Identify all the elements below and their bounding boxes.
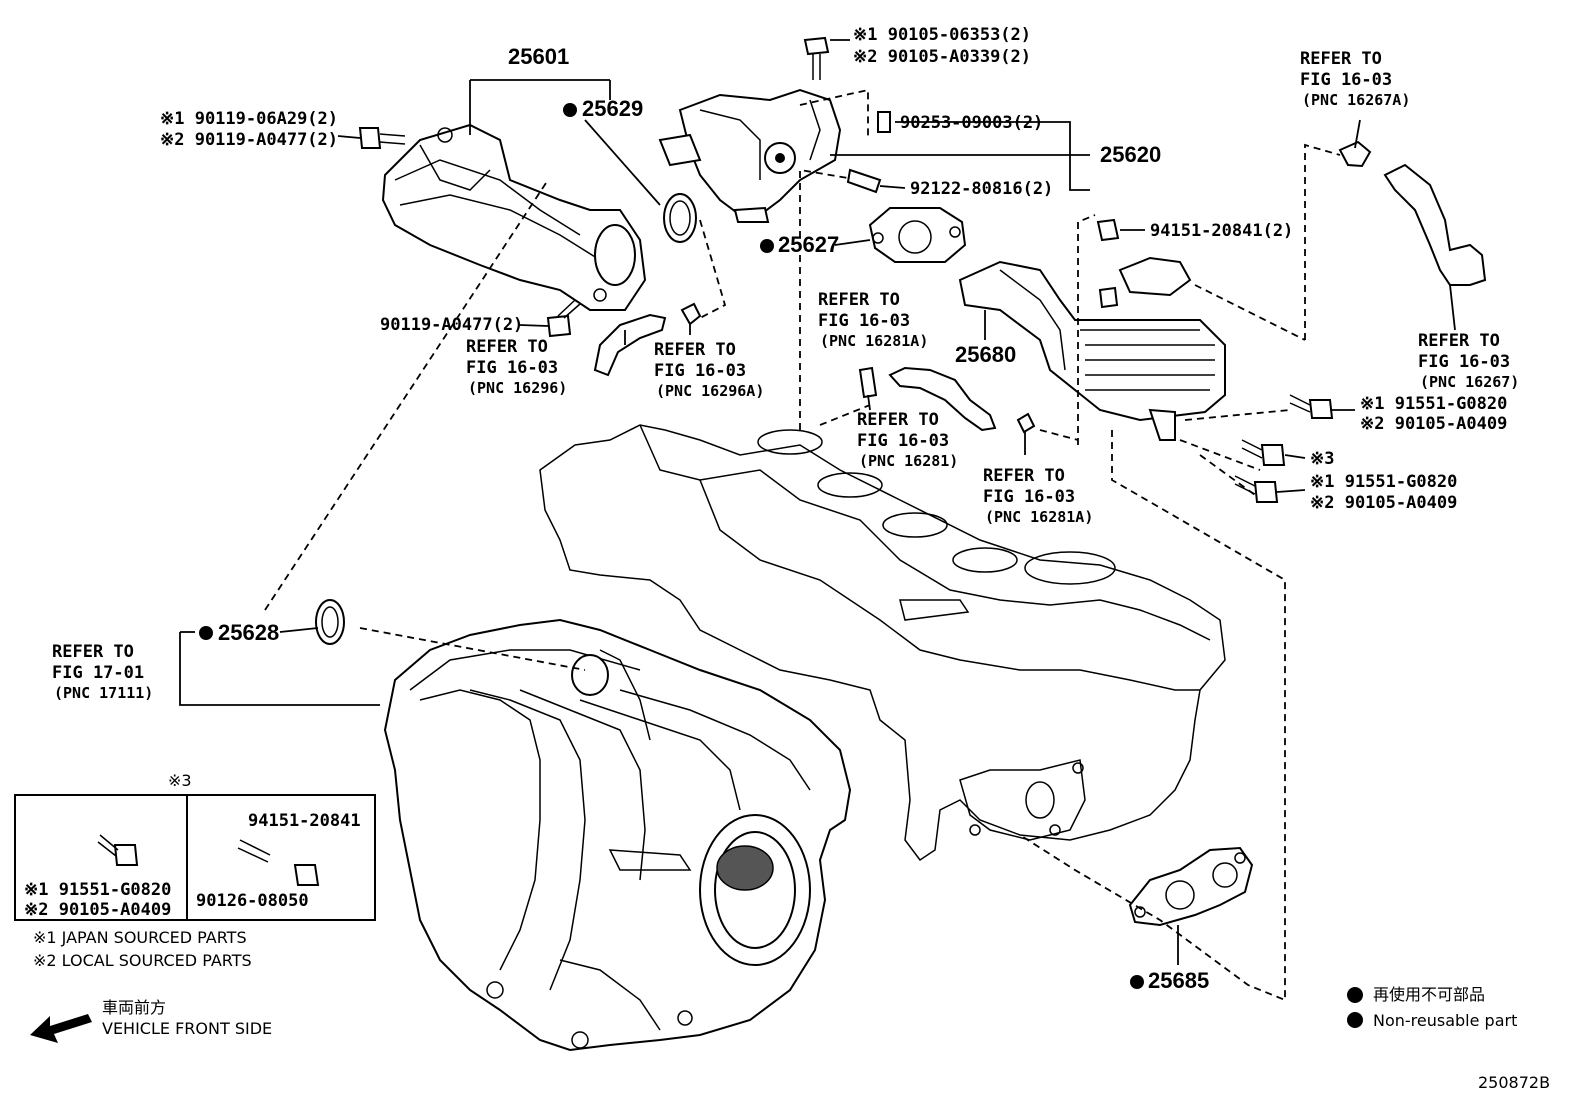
svg-text:REFER TO: REFER TO: [654, 340, 736, 360]
svg-text:REFER TO: REFER TO: [466, 337, 548, 357]
notes: ※1 JAPAN SOURCED PARTS ※2 LOCAL SOURCED …: [33, 928, 1550, 1092]
label-91551-G0820-b: ※1 91551-G0820: [1310, 472, 1457, 492]
label-90119-A0477-2: ※2 90119-A0477(2): [160, 130, 338, 150]
marker-legend: [1347, 987, 1363, 1003]
figure-id: 250872B: [1478, 1073, 1550, 1092]
svg-text:(PNC 16281): (PNC 16281): [859, 452, 958, 470]
legend-en: Non-reusable part: [1373, 1011, 1517, 1030]
svg-text:FIG 17-01: FIG 17-01: [52, 663, 144, 683]
gasket-25627: [868, 207, 967, 263]
intake-manifold: [383, 618, 852, 1052]
note-local-sourced: ※2 LOCAL SOURCED PARTS: [33, 951, 252, 970]
marker-25627: [760, 239, 774, 253]
label-90105-A0339: ※2 90105-A0339(2): [853, 47, 1031, 67]
svg-text:FIG 16-03: FIG 16-03: [466, 358, 558, 378]
marker-25685: [1130, 975, 1144, 989]
marker-25629: [563, 103, 577, 117]
label-25629: 25629: [582, 96, 643, 121]
svg-text:(PNC 16296A): (PNC 16296A): [656, 382, 764, 400]
label-91551-G0820-a: ※1 91551-G0820: [1360, 394, 1507, 414]
label-90119-A0477: 90119-A0477(2): [380, 315, 523, 335]
svg-text:REFER TO: REFER TO: [1300, 49, 1382, 69]
note-japan-sourced: ※1 JAPAN SOURCED PARTS: [33, 928, 247, 947]
refer-16267: REFER TO FIG 16-03 (PNC 16267): [1418, 331, 1519, 391]
svg-text:REFER TO: REFER TO: [1418, 331, 1500, 351]
svg-text:REFER TO: REFER TO: [857, 410, 939, 430]
refer-16267A: REFER TO FIG 16-03 (PNC 16267A): [1300, 49, 1410, 109]
svg-text:FIG 16-03: FIG 16-03: [818, 311, 910, 331]
label-92122-80816: 92122-80816(2): [910, 179, 1053, 199]
label-90119-06A29: ※1 90119-06A29(2): [160, 109, 338, 129]
label-90253-09003: 90253-09003(2): [900, 113, 1043, 133]
part-number-labels: 25601 25629 25620 25627 25680 25628 2568…: [218, 44, 1209, 993]
svg-text:FIG 16-03: FIG 16-03: [1418, 352, 1510, 372]
refer-16296A: REFER TO FIG 16-03 (PNC 16296A): [654, 340, 764, 400]
refer-labels: REFER TO FIG 16-03 (PNC 16267A) REFER TO…: [52, 49, 1519, 702]
label-90105-A0409-b: ※2 90105-A0409: [1310, 493, 1457, 513]
svg-text:FIG 16-03: FIG 16-03: [983, 487, 1075, 507]
inset-box: [14, 794, 376, 921]
inset-90126-08050: 90126-08050: [196, 891, 309, 911]
leader-lines: [179, 39, 1456, 965]
egr-cooler-25680: [958, 256, 1226, 441]
svg-text:FIG 16-03: FIG 16-03: [1300, 70, 1392, 90]
svg-text:REFER TO: REFER TO: [52, 642, 134, 662]
dashed-lines: [264, 88, 1341, 1002]
inset-mark-3: ※3: [168, 771, 192, 790]
svg-text:(PNC 16267A): (PNC 16267A): [1302, 91, 1410, 109]
non-reusable-markers: [199, 103, 1363, 1028]
label-25680: 25680: [955, 342, 1016, 367]
front-side-en: VEHICLE FRONT SIDE: [102, 1019, 272, 1038]
label-25628: 25628: [218, 620, 279, 645]
legend-jp: 再使用不可部品: [1373, 985, 1485, 1004]
engine-head-outline: [539, 424, 1226, 862]
svg-text:FIG 16-03: FIG 16-03: [654, 361, 746, 381]
egr-valve-25620: [658, 88, 842, 223]
label-mark-3: ※3: [1310, 449, 1334, 469]
inset-91551-G0820: ※1 91551-G0820: [24, 880, 171, 900]
refer-16281A-lower: REFER TO FIG 16-03 (PNC 16281A): [983, 466, 1093, 526]
label-25685: 25685: [1148, 968, 1209, 993]
inset-90105-A0409: ※2 90105-A0409: [24, 900, 171, 920]
vehicle-front-arrow-icon: [30, 1014, 92, 1043]
svg-text:(PNC 16267): (PNC 16267): [1420, 373, 1519, 391]
label-25627: 25627: [778, 232, 839, 257]
gasket-25685: [1128, 846, 1254, 927]
svg-text:(PNC 17111): (PNC 17111): [54, 684, 153, 702]
front-side-jp: 車両前方: [102, 998, 166, 1017]
gasket-25628: [315, 599, 345, 645]
fastener-labels: ※1 90119-06A29(2) ※2 90119-A0477(2) 9011…: [160, 25, 1507, 513]
label-94151-20841-2: 94151-20841(2): [1150, 221, 1293, 241]
svg-text:FIG 16-03: FIG 16-03: [857, 431, 949, 451]
inset-94151-20841: 94151-20841: [248, 811, 361, 831]
hoses: [593, 163, 1487, 432]
inset-labels: ※3 ※1 91551-G0820 ※2 90105-A0409 94151-2…: [24, 771, 361, 920]
refer-17111: REFER TO FIG 17-01 (PNC 17111): [52, 642, 153, 702]
svg-text:REFER TO: REFER TO: [983, 466, 1065, 486]
refer-16281A-upper: REFER TO FIG 16-03 (PNC 16281A): [818, 290, 928, 350]
svg-text:REFER TO: REFER TO: [818, 290, 900, 310]
marker-25628: [199, 626, 213, 640]
refer-16296: REFER TO FIG 16-03 (PNC 16296): [466, 337, 567, 397]
label-25620: 25620: [1100, 142, 1161, 167]
label-90105-A0409-a: ※2 90105-A0409: [1360, 414, 1507, 434]
clamps: [680, 140, 1372, 434]
svg-text:(PNC 16296): (PNC 16296): [468, 379, 567, 397]
marker-legend-en: [1347, 1012, 1363, 1028]
refer-16281: REFER TO FIG 16-03 (PNC 16281): [857, 410, 958, 470]
label-25601: 25601: [508, 44, 569, 69]
svg-text:(PNC 16281A): (PNC 16281A): [820, 332, 928, 350]
bolts: [97, 36, 1334, 886]
label-90105-06353: ※1 90105-06353(2): [853, 25, 1031, 45]
svg-text:(PNC 16281A): (PNC 16281A): [985, 508, 1093, 526]
gasket-25629: [663, 193, 697, 243]
egr-pipe-25601: [381, 123, 647, 311]
